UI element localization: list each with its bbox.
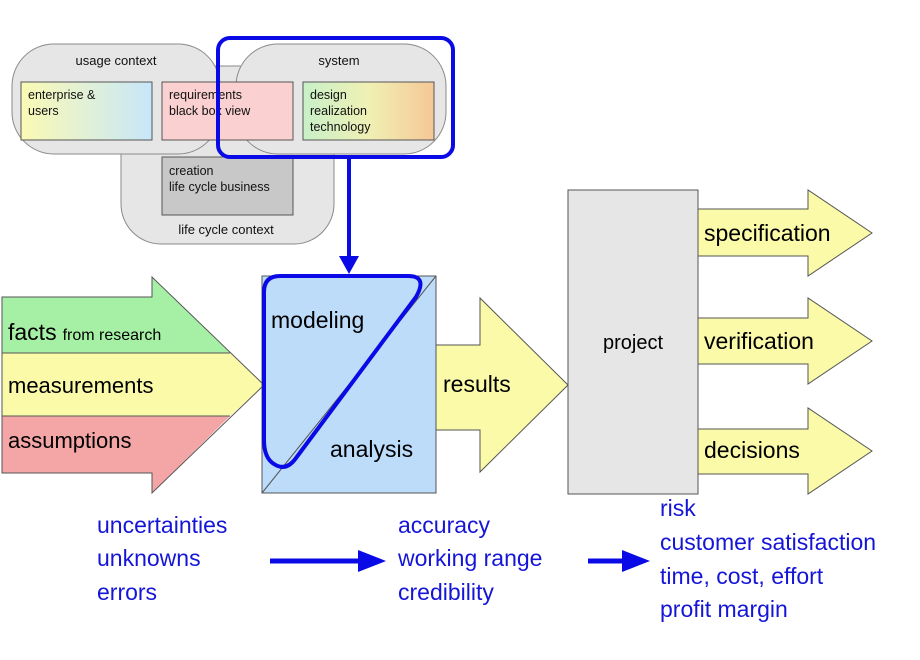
creation-line-2: life cycle business [169, 180, 270, 194]
requirements-box [161, 81, 294, 141]
verification-arrow [697, 297, 873, 385]
project-label: project [603, 332, 663, 354]
customer-satisfaction-text: customer satisfaction [660, 529, 876, 555]
assumptions-band [2, 416, 152, 473]
facts-band [2, 297, 152, 353]
decisions-arrow [697, 407, 873, 495]
usage-context-label: usage context [76, 53, 157, 68]
inputs-arrow-outline [1, 275, 265, 495]
results-label: results [443, 371, 511, 397]
lifecycle-context-label: life cycle context [178, 222, 274, 237]
design-line-1: design [310, 88, 347, 102]
system-focus-highlight [216, 36, 455, 159]
accuracy-text: accuracy [398, 512, 491, 538]
bottom-arrow-2 [588, 550, 650, 572]
uncertainties-text: uncertainties [97, 512, 227, 538]
bottom-qualities: uncertainties unknowns errors accuracy w… [97, 495, 876, 622]
enterprise-line-2: users [28, 104, 59, 118]
requirements-line-2: black box view [169, 104, 251, 118]
bottom-arrow-1 [270, 550, 386, 572]
system-label: system [318, 53, 359, 68]
system-to-model-connector [339, 157, 359, 274]
modeling-label: modeling [271, 307, 364, 333]
modeling-focus-outline [262, 274, 423, 469]
working-range-text: working range [397, 545, 542, 571]
project-block: project [567, 189, 699, 495]
decisions-label: decisions [704, 437, 800, 463]
model-block: modeling analysis [261, 274, 437, 494]
errors-text: errors [97, 579, 157, 605]
unknowns-text: unknowns [97, 545, 201, 571]
verification-label: verification [704, 328, 814, 354]
time-cost-effort-text: time, cost, effort [660, 563, 824, 589]
risk-text: risk [660, 495, 696, 521]
creation-box [161, 156, 294, 216]
design-line-3: technology [310, 120, 371, 134]
requirements-line-1: requirements [169, 88, 242, 102]
context-diagram: usage context system life cycle context … [11, 36, 455, 245]
analysis-label: analysis [330, 436, 413, 462]
credibility-text: credibility [398, 579, 494, 605]
results-arrow: results [435, 296, 569, 474]
design-line-2: realization [310, 104, 367, 118]
profit-margin-text: profit margin [660, 596, 788, 622]
measurements-head [152, 353, 264, 416]
creation-line-1: creation [169, 164, 214, 178]
output-arrows: specification verification decisions [697, 189, 873, 495]
connector-arrowhead [339, 256, 359, 274]
assumptions-label: assumptions [8, 428, 132, 453]
specification-label: specification [704, 220, 831, 246]
enterprise-line-1: enterprise & [28, 88, 96, 102]
specification-arrow [697, 189, 873, 277]
enterprise-users-box [20, 81, 153, 141]
measurements-band [2, 353, 152, 416]
design-box [302, 81, 435, 141]
measurements-label: measurements [8, 373, 154, 398]
